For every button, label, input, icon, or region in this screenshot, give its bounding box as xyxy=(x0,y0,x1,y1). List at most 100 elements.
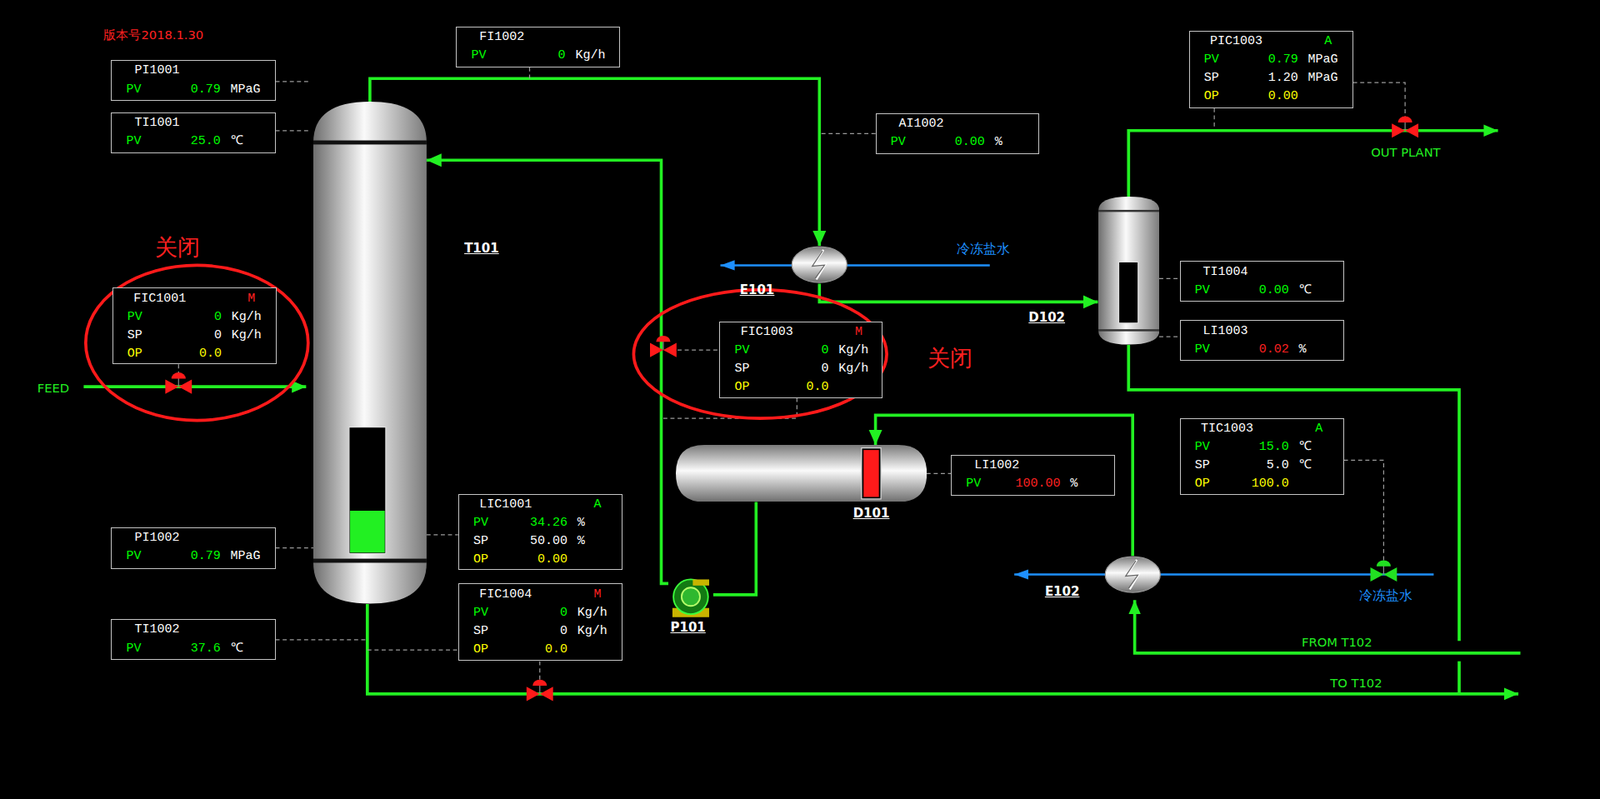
annotation-label: FROM T102 xyxy=(1300,635,1375,650)
pv-value: 25.0 xyxy=(190,134,221,150)
equipment-name: P101 xyxy=(670,620,705,635)
instrument-faceplate: LIC1001APV34.26%SP50.00%OP0.00 xyxy=(458,494,623,571)
instrument-faceplate: FIC1004MPV0Kg/hSP0Kg/hOP0.0 xyxy=(458,583,623,661)
unit: % xyxy=(995,135,1003,150)
equipment: D102 xyxy=(1098,196,1160,345)
op-value: 100.0 xyxy=(1251,476,1290,492)
sp-value: 50.00 xyxy=(530,534,568,550)
sp-label: SP xyxy=(127,328,143,344)
instrument-faceplate: FI1002PV 0 Kg/h xyxy=(455,26,620,68)
instrument-faceplate: LI1003PV0.02% xyxy=(1180,320,1345,361)
tag-name: LI1003 xyxy=(1202,324,1248,340)
instrument-faceplate: PI1002PV0.79MPaG xyxy=(110,527,275,570)
equipment-name: E102 xyxy=(1045,584,1080,600)
brine-lines xyxy=(720,265,1434,575)
unit: Kg/h xyxy=(231,310,262,325)
unit: ℃ xyxy=(230,134,244,150)
instrument-faceplate: AI1002PV0.00% xyxy=(875,113,1040,155)
op-label: OP xyxy=(127,346,143,362)
pv-value: 0 xyxy=(560,605,568,621)
pv-value: 37.6 xyxy=(190,641,221,657)
op-label: OP xyxy=(1204,89,1220,105)
sp-label: SP xyxy=(1204,70,1220,86)
tag-name: TIC1003 xyxy=(1200,421,1254,437)
unit: % xyxy=(577,534,585,550)
unit: Kg/h xyxy=(577,624,608,640)
sp-value: 0 xyxy=(214,328,222,344)
process-pipe xyxy=(370,78,820,246)
annotation-label: 关闭 xyxy=(925,344,975,373)
instrument-faceplate: TI1001PV25.0℃ xyxy=(110,112,275,154)
tag-name: PI1002 xyxy=(134,530,180,546)
equipment: E101 xyxy=(790,245,849,284)
pv-value: 15.0 xyxy=(1259,440,1290,455)
pv-label: PV xyxy=(1204,52,1220,68)
pv-value: 0.79 xyxy=(190,549,221,565)
pv-label: PV xyxy=(470,48,486,64)
unit: Kg/h xyxy=(577,605,608,621)
tag-name: PIC1003 xyxy=(1210,34,1263,50)
tag-name: PI1001 xyxy=(134,63,180,79)
pv-value: 0 xyxy=(214,310,222,325)
unit: MPaG xyxy=(1308,52,1339,68)
pv-value: 0.02 xyxy=(1259,342,1290,358)
pv-label: PV xyxy=(473,605,489,621)
sp-value: 5.0 xyxy=(1266,458,1290,474)
tag-name: FIC1001 xyxy=(133,291,186,307)
annotation-label: 关闭 xyxy=(153,233,202,262)
equipment: E102 xyxy=(1104,555,1162,594)
mode-flag: M xyxy=(855,325,863,340)
vessel-shape xyxy=(1098,196,1160,345)
sp-label: SP xyxy=(473,534,489,550)
unit: Kg/h xyxy=(231,328,262,344)
op-label: OP xyxy=(473,642,489,658)
sp-value: 1.20 xyxy=(1268,70,1299,86)
instrument-faceplate: FIC1001MPV0Kg/hSP0Kg/hOP0.0 xyxy=(112,287,277,365)
equipment-name: T101 xyxy=(464,240,500,256)
annotation-label: FEED xyxy=(35,380,71,396)
pv-label: PV xyxy=(473,515,489,531)
mode-flag: M xyxy=(247,291,255,307)
unit: % xyxy=(1299,342,1307,358)
op-value: 0.00 xyxy=(1268,89,1299,105)
instrument-faceplate: TIC1003APV15.0℃SP5.0℃OP100.0 xyxy=(1180,418,1345,495)
pv-value: 0 xyxy=(558,48,566,64)
unit: MPaG xyxy=(1308,70,1339,86)
tag-name: FIC1003 xyxy=(740,325,794,340)
unit: MPaG xyxy=(230,82,261,98)
pv-label: PV xyxy=(965,476,981,492)
pv-label: PV xyxy=(890,135,906,150)
instrument-faceplate: PIC1003APV0.79MPaGSP1.20MPaGOP0.00 xyxy=(1189,30,1354,109)
exchanger-shape xyxy=(1104,555,1162,594)
equipment-name: D101 xyxy=(853,505,890,521)
pv-label: PV xyxy=(127,310,143,325)
unit: Kg/h xyxy=(838,361,869,377)
pv-value: 0 xyxy=(820,343,829,359)
pv-value: 0.00 xyxy=(1259,283,1290,299)
process-pipe xyxy=(713,501,756,595)
equipment: P101 xyxy=(668,577,714,619)
sp-label: SP xyxy=(734,361,750,377)
tag-name: TI1001 xyxy=(134,115,180,131)
equipment: T101 xyxy=(313,101,427,604)
sp-label: SP xyxy=(1195,458,1210,474)
pv-value: 34.26 xyxy=(530,515,568,531)
mode-flag: A xyxy=(1324,34,1332,50)
unit: Kg/h xyxy=(575,48,605,64)
instrument-faceplate: LI1002PV100.00% xyxy=(950,455,1115,496)
tag-name: TI1002 xyxy=(134,622,180,638)
unit: ℃ xyxy=(1299,283,1312,299)
pv-value: 0.79 xyxy=(1268,52,1299,68)
tag-name: LI1002 xyxy=(974,458,1020,474)
tag-name: FI1002 xyxy=(479,30,525,45)
column-shape xyxy=(313,101,427,604)
op-label: OP xyxy=(473,552,489,568)
pv-label: PV xyxy=(126,82,142,98)
op-value: 0.0 xyxy=(545,642,568,658)
op-value: 0.0 xyxy=(805,380,829,395)
pv-label: PV xyxy=(1195,440,1210,455)
sp-value: 0 xyxy=(820,361,829,377)
instrument-faceplate: TI1004PV0.00℃ xyxy=(1180,260,1345,302)
op-value: 0.0 xyxy=(199,346,222,362)
